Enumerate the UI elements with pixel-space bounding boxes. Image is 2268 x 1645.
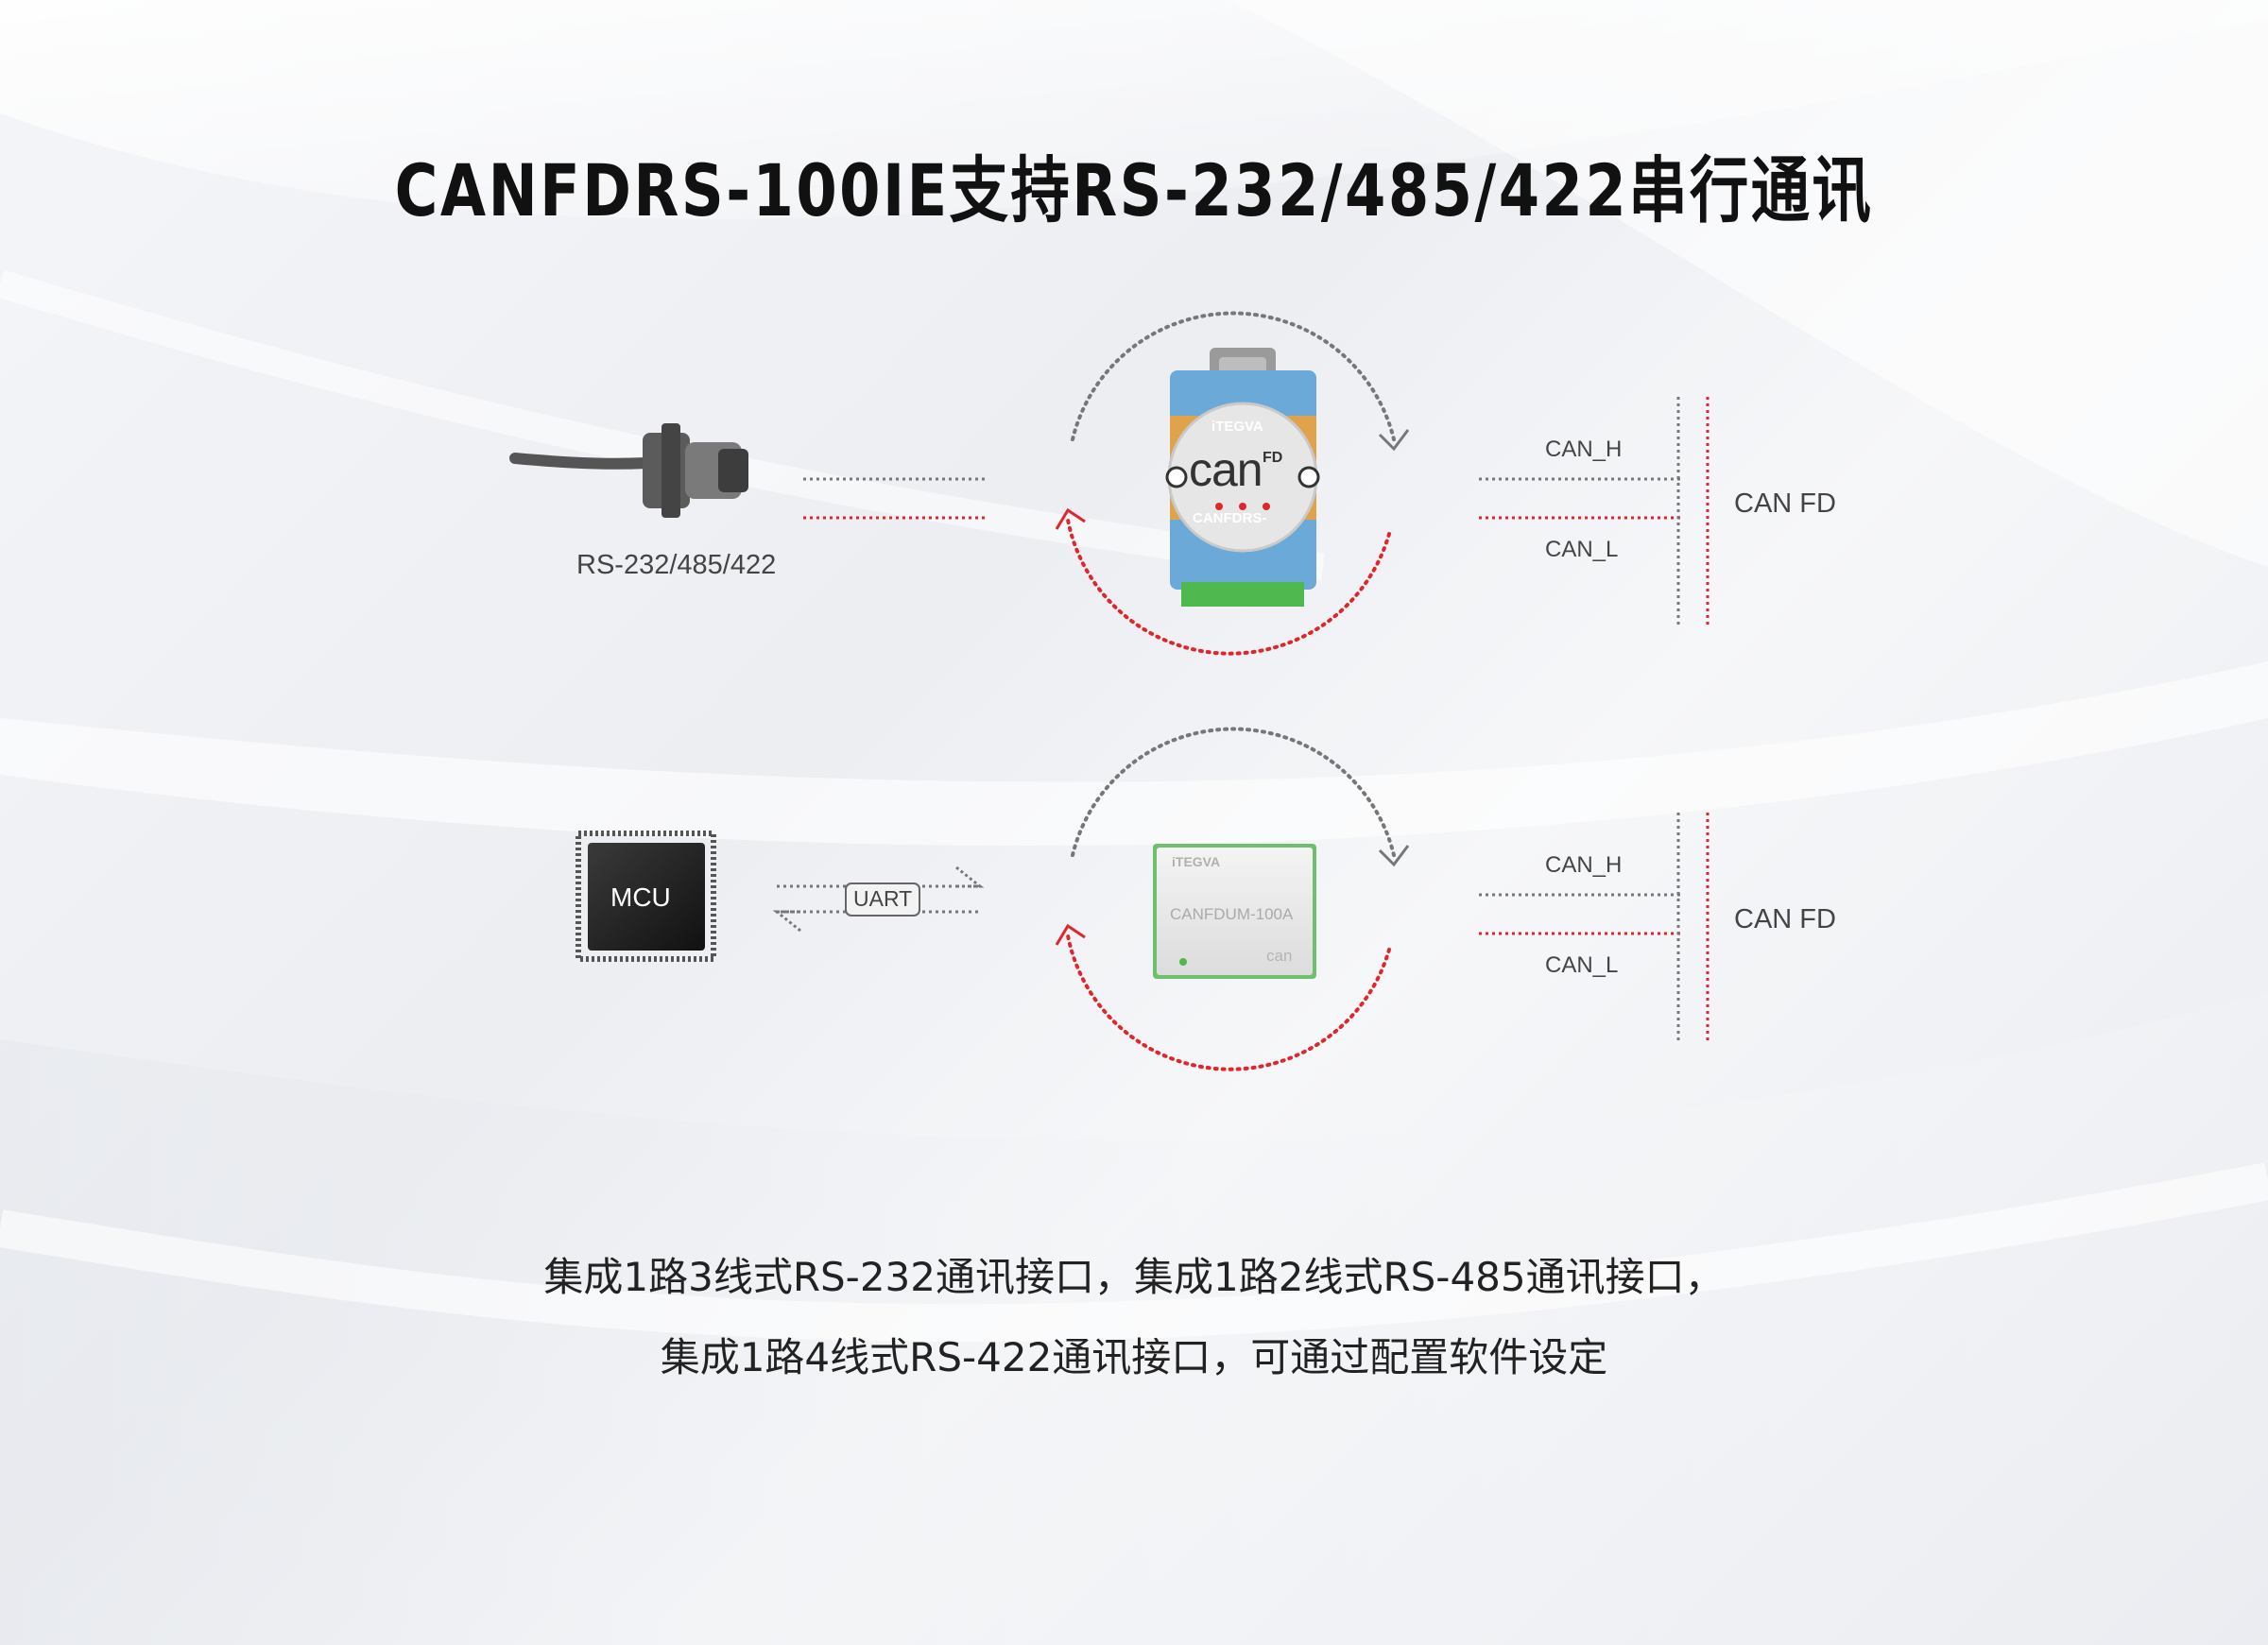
page-title: CANFDRS-100IE支持RS-232/485/422串行通讯 bbox=[394, 148, 1874, 232]
cycle-arrow-gray bbox=[1071, 311, 1396, 441]
cycle-arrow-red bbox=[1066, 518, 1391, 656]
canfdrs-device-icon bbox=[1165, 348, 1320, 607]
module-logo: can bbox=[1266, 947, 1293, 965]
can-h-label-bottom: CAN_H bbox=[1545, 852, 1623, 878]
can-l-label-bottom: CAN_L bbox=[1545, 952, 1619, 978]
mcu-chip-icon bbox=[576, 831, 716, 962]
can-l-label: CAN_L bbox=[1545, 537, 1619, 562]
serial-port-label: RS-232/485/422 bbox=[576, 550, 777, 580]
db9-connector-icon bbox=[509, 423, 748, 518]
mcu-label: MCU bbox=[610, 882, 671, 912]
device-brand: iTEGVA bbox=[1211, 419, 1263, 435]
can-h-label: CAN_H bbox=[1545, 437, 1623, 462]
module-model: CANFDUM-100A bbox=[1170, 905, 1294, 923]
description-line-1: 集成1路3线式RS-232通讯接口，集成1路2线式RS-485通讯接口， bbox=[543, 1254, 1725, 1300]
uart-box bbox=[845, 882, 920, 917]
description-line-2: 集成1路4线式RS-422通讯接口，可通过配置软件设定 bbox=[660, 1334, 1608, 1380]
device-logo: can bbox=[1189, 443, 1263, 496]
can-fd-label: CAN FD bbox=[1734, 488, 1836, 519]
device-model: CANFDRS- bbox=[1193, 510, 1267, 526]
module-brand: iTEGVA bbox=[1172, 854, 1221, 869]
canfdum-module-icon bbox=[1153, 844, 1316, 979]
device-logo-sup: FD bbox=[1263, 450, 1283, 466]
can-fd-label-bottom: CAN FD bbox=[1734, 904, 1836, 934]
uart-label: UART bbox=[853, 886, 913, 911]
